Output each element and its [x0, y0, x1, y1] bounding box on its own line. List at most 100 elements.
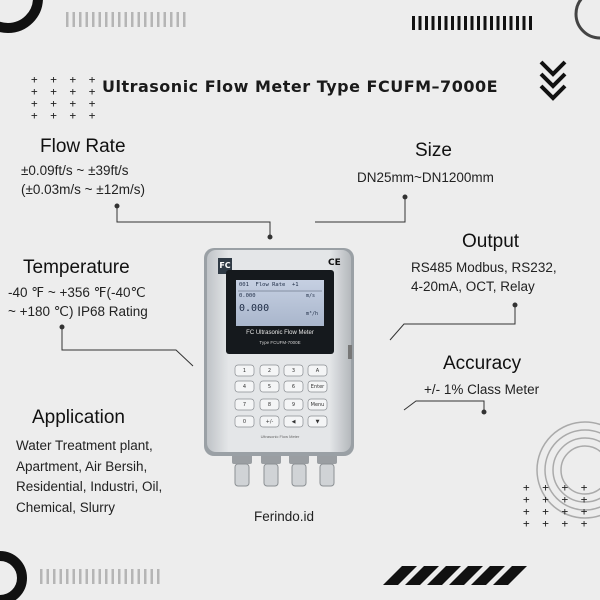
stripe — [124, 569, 127, 584]
stripe — [118, 12, 121, 27]
stripe — [425, 16, 428, 30]
keypad-key-label: 3 — [291, 368, 296, 374]
device-logo: FC — [219, 261, 231, 270]
stripe — [98, 569, 101, 584]
stripe — [131, 569, 134, 584]
stripe — [457, 16, 461, 30]
size-heading: Size — [415, 140, 452, 161]
stripe — [85, 569, 88, 584]
stripe — [72, 12, 75, 27]
stripe — [92, 569, 95, 584]
ce-mark: CE — [328, 258, 341, 268]
stripes-top-right — [412, 16, 532, 30]
stripe — [496, 16, 500, 30]
stripe — [163, 12, 166, 27]
slanted-stripes — [383, 566, 527, 585]
size-text: DN25mm~DN1200mm — [357, 170, 494, 185]
keypad-key — [259, 380, 280, 393]
ring-top-right — [574, 0, 600, 40]
stripe — [529, 16, 532, 30]
stripe — [105, 12, 108, 27]
keypad-key-label: 8 — [267, 402, 272, 408]
stripe — [66, 12, 69, 27]
stripe — [170, 12, 173, 27]
stripe — [59, 569, 62, 584]
device-footer-label: Ultrasonic Flow Meter — [260, 434, 300, 439]
keypad — [234, 364, 328, 428]
stripes-bottom-left — [40, 569, 160, 584]
stripe — [477, 16, 480, 30]
stripe — [144, 12, 147, 27]
keypad-key-label: ▼ — [315, 419, 320, 425]
stripe — [490, 16, 493, 30]
stripe — [137, 569, 140, 584]
keypad-key-label: ◀ — [291, 419, 296, 425]
stripe — [98, 12, 101, 27]
accuracy-heading: Accuracy — [443, 353, 522, 374]
page-title: Ultrasonic Flow Meter Type FCUFM–7000E — [101, 77, 499, 96]
output-heading: Output — [462, 231, 520, 252]
keypad-key-label: 2 — [267, 368, 272, 374]
lcd-value: 0.000 — [239, 303, 270, 314]
connector-lines — [59, 194, 518, 415]
lcd-line-1: 001 Flow Rate +1 — [239, 282, 299, 288]
keypad-key — [259, 415, 280, 428]
keypad-key — [234, 364, 255, 377]
stripe — [144, 569, 147, 584]
ring-top-left — [0, 0, 43, 33]
application-text: Water Treatment plant, Apartment, Air Be… — [16, 438, 163, 515]
keypad-key-label: 1 — [242, 368, 247, 374]
keypad-key — [259, 364, 280, 377]
stripe — [92, 12, 95, 27]
stripe — [157, 12, 160, 27]
keypad-key-label: 7 — [242, 402, 247, 408]
stripe — [137, 12, 140, 27]
stripe — [522, 16, 526, 30]
stripe — [483, 16, 487, 30]
stripe — [85, 12, 88, 27]
stripe — [412, 16, 415, 30]
flow-rate-text: ±0.09ft/s ~ ±39ft/s (±0.03m/s ~ ±12m/s) — [21, 163, 145, 197]
temperature-text: -40 ℉ ~ +356 ℉(-40℃ ~ +180 ℃) IP68 Ratin… — [8, 285, 148, 319]
keypad-key — [307, 398, 328, 411]
concentric-circles — [536, 421, 600, 519]
keypad-key-label: 4 — [242, 384, 247, 390]
lcd-unit: m³/h — [306, 311, 319, 317]
stripe — [79, 12, 82, 27]
keypad-key — [283, 364, 304, 377]
keypad-key — [234, 380, 255, 393]
output-text: RS485 Modbus, RS232, 4-20mA, OCT, Relay — [411, 260, 557, 294]
flow-meter-device — [204, 248, 354, 487]
keypad-key-label: A — [315, 368, 320, 374]
stripe — [72, 569, 75, 584]
cable-glands — [232, 452, 337, 487]
stripe — [118, 569, 121, 584]
application-heading: Application — [32, 407, 125, 428]
keypad-key — [307, 364, 328, 377]
stripe — [431, 16, 435, 30]
stripe — [124, 12, 127, 27]
stripe — [451, 16, 454, 30]
stripe — [444, 16, 448, 30]
keypad-key — [307, 415, 328, 428]
accuracy-text: +/- 1% Class Meter — [424, 382, 540, 397]
keypad-key — [259, 398, 280, 411]
stripes-top-left — [66, 12, 186, 27]
temperature-heading: Temperature — [23, 257, 130, 278]
device-type: Type FCUFM-7000E — [259, 340, 301, 345]
stripe — [131, 12, 134, 27]
stripe — [66, 569, 69, 584]
keypad-key — [283, 415, 304, 428]
stripe — [46, 569, 49, 584]
stripe — [157, 569, 160, 584]
stripe — [150, 569, 153, 584]
keypad-key-label: Enter — [310, 384, 325, 390]
keypad-key — [283, 398, 304, 411]
stripe — [40, 569, 43, 584]
stripe — [516, 16, 519, 30]
stripe — [509, 16, 513, 30]
chevron-down-icon — [539, 60, 567, 101]
keypad-key-label: +/- — [265, 419, 274, 425]
